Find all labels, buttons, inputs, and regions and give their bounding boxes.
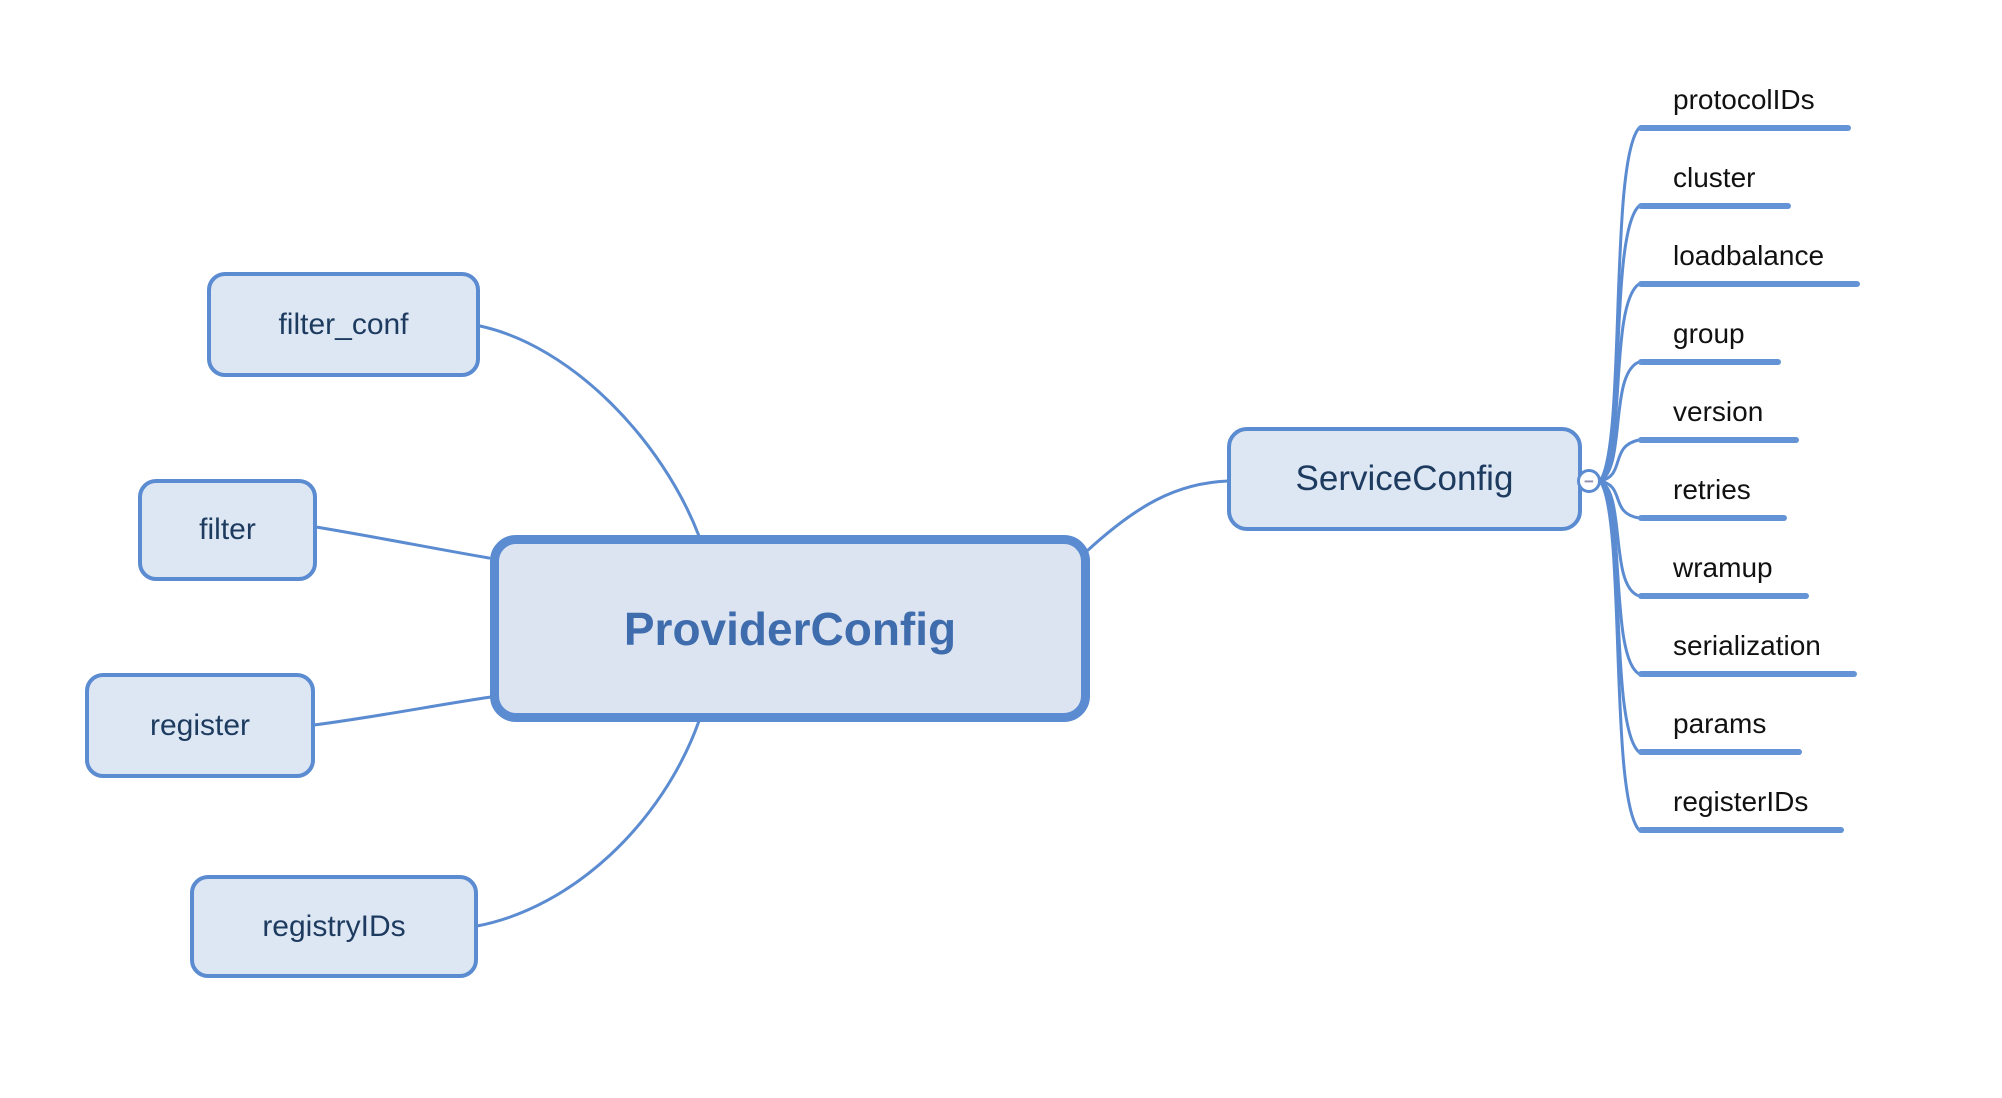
node-serviceconfig[interactable]: ServiceConfig bbox=[1227, 427, 1582, 531]
connector-child-cluster bbox=[1598, 204, 1641, 483]
node-filter-label: filter bbox=[199, 513, 256, 546]
node-registryids-label: registryIDs bbox=[262, 909, 406, 943]
connector-child-loadbalance bbox=[1598, 282, 1641, 483]
minus-glyph: − bbox=[1584, 471, 1594, 491]
child-label-retries: retries bbox=[1673, 474, 1751, 505]
connector-child-version bbox=[1598, 438, 1641, 483]
child-node-protocolids[interactable]: protocolIDs bbox=[1638, 83, 1851, 131]
child-label-cluster: cluster bbox=[1673, 162, 1756, 193]
child-underline bbox=[1638, 125, 1851, 131]
collapse-minus-icon[interactable]: − bbox=[1577, 469, 1601, 493]
child-node-wramup[interactable]: wramup bbox=[1638, 551, 1809, 599]
node-providerconfig-label: ProviderConfig bbox=[623, 602, 957, 655]
connector-register bbox=[312, 695, 493, 727]
child-node-params[interactable]: params bbox=[1638, 707, 1803, 755]
child-label-wramup: wramup bbox=[1673, 552, 1773, 583]
node-filter-conf-label: filter_conf bbox=[278, 307, 409, 341]
child-node-retries[interactable]: retries bbox=[1638, 473, 1787, 521]
node-filter[interactable]: filter bbox=[138, 479, 317, 581]
child-node-loadbalance[interactable]: loadbalance bbox=[1638, 239, 1861, 287]
child-label-group: group bbox=[1673, 318, 1745, 349]
connector-serviceconfig bbox=[1085, 479, 1230, 553]
child-label-loadbalance: loadbalance bbox=[1673, 240, 1825, 271]
child-node-serialization[interactable]: serialization bbox=[1638, 629, 1857, 677]
connector-child-retries bbox=[1598, 479, 1641, 520]
connector-filter-conf bbox=[478, 324, 701, 538]
connector-filter bbox=[314, 525, 491, 560]
child-underline bbox=[1638, 827, 1845, 833]
child-underline bbox=[1638, 437, 1800, 443]
node-filter-conf[interactable]: filter_conf bbox=[207, 272, 480, 377]
child-underline bbox=[1638, 671, 1857, 677]
child-node-group[interactable]: group bbox=[1638, 317, 1781, 365]
child-label-version: version bbox=[1673, 396, 1764, 427]
child-underline bbox=[1638, 593, 1809, 599]
connector-child-registerids bbox=[1598, 479, 1641, 832]
child-node-version[interactable]: version bbox=[1638, 395, 1800, 443]
node-register[interactable]: register bbox=[85, 673, 315, 778]
child-label-registerids: registerIDs bbox=[1673, 786, 1809, 817]
child-underline bbox=[1638, 749, 1803, 755]
child-underline bbox=[1638, 359, 1781, 365]
connector-child-wramup bbox=[1598, 479, 1641, 598]
node-providerconfig-root[interactable]: ProviderConfig bbox=[490, 535, 1090, 722]
connector-registryids bbox=[475, 719, 701, 928]
child-underline bbox=[1638, 515, 1787, 521]
child-node-cluster[interactable]: cluster bbox=[1638, 161, 1792, 209]
child-underline bbox=[1638, 203, 1792, 209]
connector-child-group bbox=[1598, 360, 1641, 483]
child-label-protocolids: protocolIDs bbox=[1673, 84, 1815, 115]
child-underline bbox=[1638, 281, 1861, 287]
node-registryids[interactable]: registryIDs bbox=[190, 875, 478, 978]
node-register-label: register bbox=[149, 708, 251, 742]
child-label-params: params bbox=[1673, 708, 1767, 739]
node-serviceconfig-label: ServiceConfig bbox=[1295, 459, 1514, 498]
child-label-serialization: serialization bbox=[1673, 630, 1821, 661]
child-node-registerids[interactable]: registerIDs bbox=[1638, 785, 1845, 833]
